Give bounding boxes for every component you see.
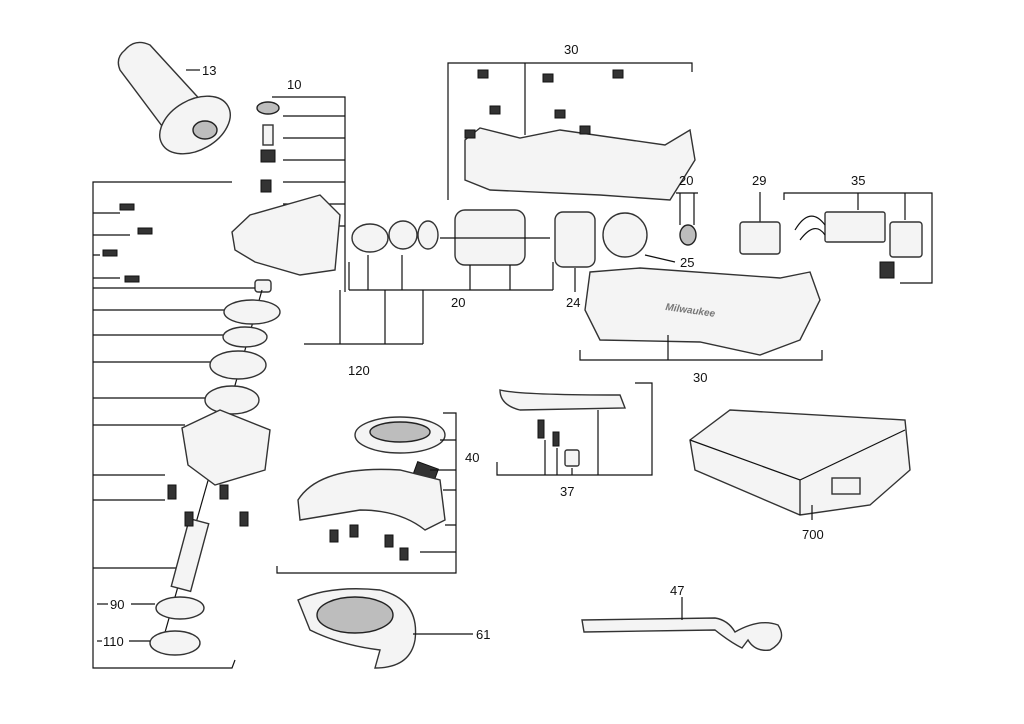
motor-housing-part: Milwaukee — [584, 267, 821, 356]
callout-90: 90 — [110, 597, 124, 612]
spindle-parts — [102, 203, 281, 656]
bracket-left-group — [92, 181, 236, 669]
switch-lever-part — [499, 389, 627, 467]
callout-25: 25 — [680, 255, 694, 270]
bracket-30-top — [447, 62, 693, 200]
callout-20-brush: 20 — [679, 173, 693, 188]
battery-terminal-part — [794, 211, 923, 279]
gear-head-part — [231, 101, 341, 293]
callout-47: 47 — [670, 583, 684, 598]
callout-30-motor: 30 — [693, 370, 707, 385]
bracket-20-brush — [676, 192, 698, 225]
callout-37: 37 — [560, 484, 574, 499]
top-housing-part — [464, 69, 696, 201]
callout-110: 110 — [103, 634, 124, 649]
callout-13: 13 — [202, 63, 216, 78]
bracket-30-motor — [579, 335, 823, 361]
leader-lines-left — [93, 212, 255, 569]
carry-case-part — [689, 409, 911, 516]
callout-24: 24 — [566, 295, 580, 310]
spanner-wrench-part — [581, 617, 783, 651]
guard-adapter-part — [297, 416, 446, 561]
callout-30-top: 30 — [564, 42, 578, 57]
bracket-120 — [304, 290, 424, 345]
callout-40: 40 — [465, 450, 479, 465]
callout-10: 10 — [287, 77, 301, 92]
callout-20-armature: 20 — [451, 295, 465, 310]
callout-61: 61 — [476, 627, 490, 642]
bracket-35 — [783, 192, 933, 284]
brush-part — [679, 224, 697, 246]
side-handle-part — [117, 41, 231, 155]
wheel-guard-part — [297, 588, 417, 669]
bracket-37 — [496, 382, 653, 476]
bracket-10 — [272, 96, 346, 292]
callout-700: 700 — [802, 527, 824, 542]
armature-part — [351, 209, 648, 268]
leader-line — [644, 254, 676, 263]
switch-part — [739, 221, 781, 255]
callout-29: 29 — [752, 173, 766, 188]
bracket-20-armature — [348, 255, 554, 291]
callout-35: 35 — [851, 173, 865, 188]
bracket-40 — [276, 412, 457, 574]
callout-120: 120 — [348, 363, 370, 378]
